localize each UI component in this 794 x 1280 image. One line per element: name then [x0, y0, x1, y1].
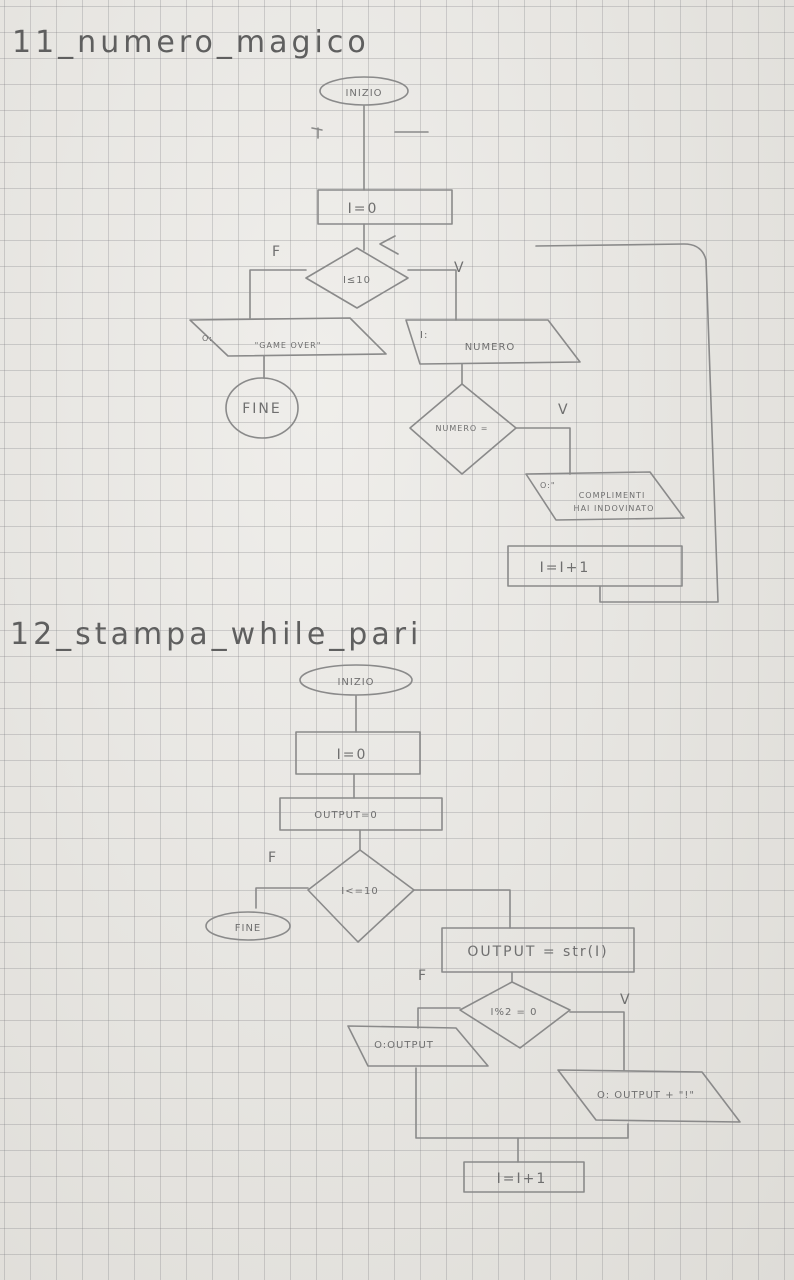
start-terminal: INIZIO: [319, 76, 409, 106]
condition-label: I<=10: [341, 886, 378, 897]
odd-output-label: O:OUTPUT: [374, 1040, 434, 1051]
false-flag: F: [272, 244, 280, 260]
init-process: I=0: [317, 189, 453, 225]
false-branch-line: [255, 887, 309, 909]
merge-line: [415, 1067, 629, 1139]
win-text-line1: COMPLIMENTI: [579, 491, 646, 500]
win-text-line2: HAI INDOVINATO: [574, 504, 655, 513]
end-label: FINE: [235, 923, 262, 934]
check-false-flag: F: [418, 968, 426, 984]
flowchart-numero-magico: 11_numero_magico INIZIO I=0 I≤10 F V O:: [12, 25, 719, 603]
game-over-prefix: O:: [202, 334, 213, 343]
numero-check-decision: NUMERO =: [409, 383, 517, 475]
true-flag: V: [454, 260, 464, 276]
flowchart-title-12: 12_stampa_while_pari: [10, 617, 422, 652]
true-branch-line: [569, 1011, 625, 1071]
start-label: INIZIO: [345, 88, 382, 99]
game-over-text: "GAME OVER": [255, 341, 322, 350]
increment-process: I=I+1: [507, 545, 683, 587]
increment-label: I=I+1: [497, 1171, 548, 1187]
loop-condition-decision: I≤10: [305, 247, 409, 309]
even-output-label: O: OUTPUT + "!": [597, 1090, 695, 1101]
input-prefix: I:: [420, 330, 428, 341]
check-true-flag: V: [558, 402, 568, 418]
increment-process: I=I+1: [463, 1161, 585, 1193]
false-branch-line: [249, 269, 307, 319]
init2-label: OUTPUT=0: [314, 810, 378, 821]
assign-output-process: OUTPUT = str(I): [441, 927, 635, 973]
flowchart-stampa-while-pari: 12_stampa_while_pari INIZIO I=0 OUTPUT=0…: [10, 617, 741, 1193]
condition-label: I≤10: [343, 275, 371, 286]
win-output: O:" COMPLIMENTI HAI INDOVINATO: [525, 471, 685, 521]
check-label: NUMERO =: [436, 424, 489, 433]
check-label: I%2 = 0: [491, 1007, 538, 1018]
flowchart-title-11: 11_numero_magico: [12, 25, 370, 60]
loop-condition-decision: I<=10: [307, 849, 415, 943]
end-terminal: FINE: [225, 377, 299, 439]
init-process: I=0: [295, 731, 421, 775]
end-label: FINE: [242, 401, 282, 417]
start-terminal: INIZIO: [299, 664, 413, 696]
check-true-flag: V: [620, 992, 630, 1008]
win-prefix: O:": [540, 481, 556, 490]
init-label: I=0: [348, 201, 379, 217]
input-label: NUMERO: [465, 342, 516, 353]
start-label: INIZIO: [337, 677, 374, 688]
even-output: O: OUTPUT + "!": [557, 1069, 741, 1123]
increment-label: I=I+1: [540, 560, 591, 576]
stray-mark: [311, 127, 323, 139]
numero-input: I: NUMERO: [405, 319, 581, 365]
false-branch-line: [417, 1007, 461, 1029]
odd-output: O:OUTPUT: [347, 1025, 489, 1067]
assign-label: OUTPUT = str(I): [467, 944, 608, 960]
parity-check-decision: I%2 = 0: [459, 981, 571, 1049]
end-terminal: FINE: [205, 911, 291, 941]
false-flag: F: [268, 850, 276, 866]
loop-back-line: [535, 243, 719, 603]
init-label: I=0: [337, 747, 368, 763]
init-output-process: OUTPUT=0: [279, 797, 443, 831]
true-branch-line: [413, 889, 511, 929]
true-branch-line: [515, 427, 571, 475]
game-over-output: O: "GAME OVER": [189, 317, 387, 357]
true-branch-line: [407, 269, 457, 321]
loop-arrowhead: [379, 235, 399, 255]
